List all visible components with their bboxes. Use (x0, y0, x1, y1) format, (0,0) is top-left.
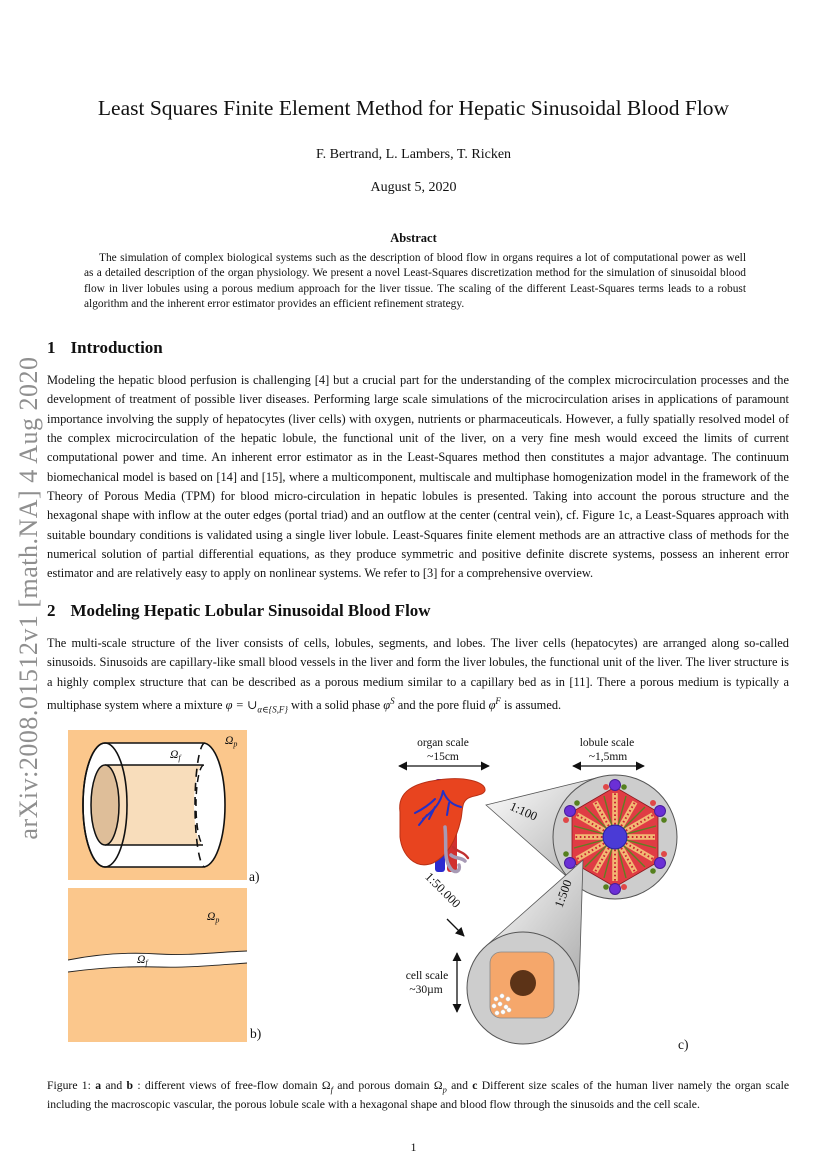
omega-f-caption: Ωf (321, 1078, 333, 1095)
cell-nucleus (510, 970, 536, 996)
section-1-body: Modeling the hepatic blood perfusion is … (47, 373, 789, 581)
figure-caption: Figure 1: a and b : different views of f… (47, 1078, 790, 1112)
panel-c-label: c) (678, 1037, 689, 1052)
fluid-phase-symbol: φF (488, 696, 501, 713)
organ-size-label: ~15cm (427, 751, 459, 763)
solid-phase-symbol: φS (383, 696, 395, 713)
abstract-text: The simulation of complex biological sys… (84, 252, 746, 310)
section-1-number: 1 (47, 338, 56, 357)
ratio-1-50000: 1:50.000 (422, 870, 463, 911)
abstract-heading: Abstract (390, 231, 437, 245)
section-2-text-4: is assumed. (503, 698, 562, 713)
organ-scale-label: organ scale (417, 737, 469, 749)
section-2-title: Modeling Hepatic Lobular Sinusoidal Bloo… (70, 601, 431, 620)
outer-tube-face (82, 742, 128, 868)
outer-back-rim (194, 742, 206, 868)
section-1-title: Introduction (70, 338, 163, 357)
liver-illustration (399, 778, 486, 874)
section-2-heading: 2 Modeling Hepatic Lobular Sinusoidal Blo… (47, 601, 431, 621)
mixture-formula: φ = ∪α∈{S,F} (225, 698, 288, 715)
omega-p-label-a: Ωp (225, 735, 237, 749)
omega-p-label-b: Ωp (207, 911, 219, 925)
cell-size-label: ~30µm (409, 984, 442, 996)
section-2-number: 2 (47, 601, 56, 620)
panel-b-label: b) (250, 1026, 262, 1041)
lobule-size-label: ~1,5mm (589, 751, 628, 763)
lobule-illustration (552, 774, 678, 900)
lobule-scale-label: lobule scale (580, 737, 635, 749)
cell-vesicles (491, 993, 512, 1016)
figure-panel-a-cylinder-illustration: Ωp Ωf (68, 730, 247, 880)
figure-panel-c-multiscale-illustration: organ scale ~15cm lobule scale ~1,5mm 1:… (398, 737, 689, 1052)
inner-cylinder-body (105, 765, 203, 845)
hepatic-artery-branch (451, 845, 470, 860)
section-2-text-1: The multi-scale structure of the liver c… (47, 636, 789, 713)
portal-vein-branches (414, 790, 462, 826)
cell-illustration (466, 931, 580, 1045)
inner-cylinder-face (90, 764, 120, 846)
organ-cell-arrow (446, 918, 465, 937)
omega-f-label-a: Ωf (170, 749, 182, 763)
central-vein (602, 824, 628, 850)
panel-a-label: a) (249, 869, 260, 884)
sinusoid-blood-dots (575, 793, 655, 881)
section-2-body: The multi-scale structure of the liver c… (47, 634, 789, 720)
cell-scale-label: cell scale (406, 970, 448, 982)
paper-title: Least Squares Finite Element Method for … (97, 96, 730, 120)
authors: F. Bertrand, L. Lambers, T. Ricken (315, 147, 512, 162)
portal-triads (563, 779, 667, 895)
liver-body (399, 778, 486, 866)
bile-duct-vessel (443, 825, 467, 874)
omega-f-label-b: Ωf (137, 954, 149, 968)
date: August 5, 2020 (370, 180, 457, 195)
omega-p-caption: Ωp (433, 1078, 447, 1095)
section-2-text-2: with a solid phase (291, 698, 381, 713)
arxiv-banner-text: arXiv:2008.01512v1 [math.NA] 4 Aug 2020 (14, 356, 43, 840)
section-1-heading: 1 Introduction (47, 338, 163, 358)
inner-back-rim (195, 764, 205, 846)
free-flow-channel (68, 951, 247, 972)
page-number: 1 (410, 1140, 417, 1154)
section-2-text-3: and the pore fluid (397, 698, 486, 713)
figure-panel-b-channel-illustration: Ωp Ωf (68, 888, 247, 1042)
